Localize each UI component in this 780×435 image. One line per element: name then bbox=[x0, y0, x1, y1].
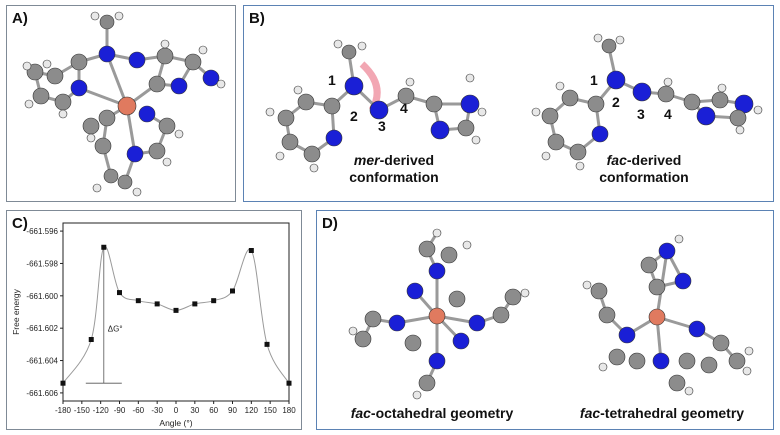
y-tick-label: -661.596 bbox=[26, 227, 58, 236]
mer-caption: mer-derived conformation bbox=[349, 152, 439, 185]
x-tick-label: -30 bbox=[151, 406, 163, 415]
panel-a: A) bbox=[6, 5, 236, 202]
mer-label-2: 2 bbox=[350, 108, 358, 124]
fac-label-3: 3 bbox=[637, 106, 645, 122]
energy-chart: -180-150-120 -90 -60 -30 0 30 60 90 120 150 180 -66… bbox=[11, 222, 296, 428]
data-point bbox=[154, 301, 160, 307]
data-point bbox=[286, 380, 292, 386]
y-tick-label: -661.604 bbox=[26, 357, 58, 366]
octahedral-caption: fac-octahedral geometry bbox=[350, 405, 514, 421]
data-point bbox=[248, 248, 254, 254]
tetrahedral-caption: fac-tetrahedral geometry bbox=[579, 405, 745, 421]
x-tick-label: 60 bbox=[209, 406, 218, 415]
x-tick-label: 30 bbox=[190, 406, 199, 415]
panel-b-molecules bbox=[265, 33, 763, 173]
energy-curve bbox=[62, 245, 290, 384]
panel-d-molecules bbox=[348, 228, 754, 400]
panel-c: C) -180-150-120 -90 -60 -30 0 30 60 90 120 150 180… bbox=[6, 210, 302, 430]
mer-label-4: 4 bbox=[400, 100, 408, 116]
data-point bbox=[60, 380, 66, 386]
panel-b: B) bbox=[243, 5, 774, 202]
data-point bbox=[264, 341, 270, 347]
data-point bbox=[211, 298, 217, 304]
x-tick-label: 90 bbox=[228, 406, 237, 415]
data-point bbox=[88, 337, 94, 343]
x-tick-label: -60 bbox=[133, 406, 145, 415]
x-tick-label: -90 bbox=[114, 406, 126, 415]
mer-label-3: 3 bbox=[378, 118, 386, 134]
fac-label-2: 2 bbox=[612, 94, 620, 110]
y-tick-label: -661.600 bbox=[26, 292, 58, 301]
fac-label-1: 1 bbox=[590, 72, 598, 88]
x-tick-label: -180 bbox=[55, 406, 72, 415]
x-tick-label: -150 bbox=[74, 406, 91, 415]
y-tick-label: -661.598 bbox=[26, 259, 58, 268]
panel-d: D) bbox=[316, 210, 774, 430]
x-tick-label: 0 bbox=[174, 406, 179, 415]
panel-b-label: B) bbox=[249, 10, 265, 27]
delta-g-annotation: ΔG° bbox=[108, 324, 123, 333]
y-tick-label: -661.602 bbox=[26, 324, 58, 333]
x-tick-label: -120 bbox=[93, 406, 110, 415]
x-tick-label: 120 bbox=[245, 406, 259, 415]
mer-label-1: 1 bbox=[328, 72, 336, 88]
x-tick-label: 150 bbox=[263, 406, 277, 415]
data-point bbox=[135, 298, 141, 304]
x-axis-label: Angle (°) bbox=[159, 418, 192, 428]
x-tick-label: 180 bbox=[282, 406, 296, 415]
panel-c-label: C) bbox=[12, 215, 28, 232]
fac-label-4: 4 bbox=[664, 106, 672, 122]
data-point bbox=[117, 290, 122, 296]
data-point bbox=[230, 288, 235, 294]
y-tick-label: -661.606 bbox=[26, 389, 58, 398]
data-point bbox=[173, 307, 179, 313]
panel-a-molecule bbox=[22, 11, 226, 197]
panel-d-label: D) bbox=[322, 215, 338, 232]
fac-caption: fac-derived conformation bbox=[599, 152, 689, 185]
data-point bbox=[192, 301, 198, 307]
y-axis-label: Free energy bbox=[11, 288, 21, 335]
data-point bbox=[101, 244, 107, 250]
panel-a-label: A) bbox=[12, 10, 28, 27]
